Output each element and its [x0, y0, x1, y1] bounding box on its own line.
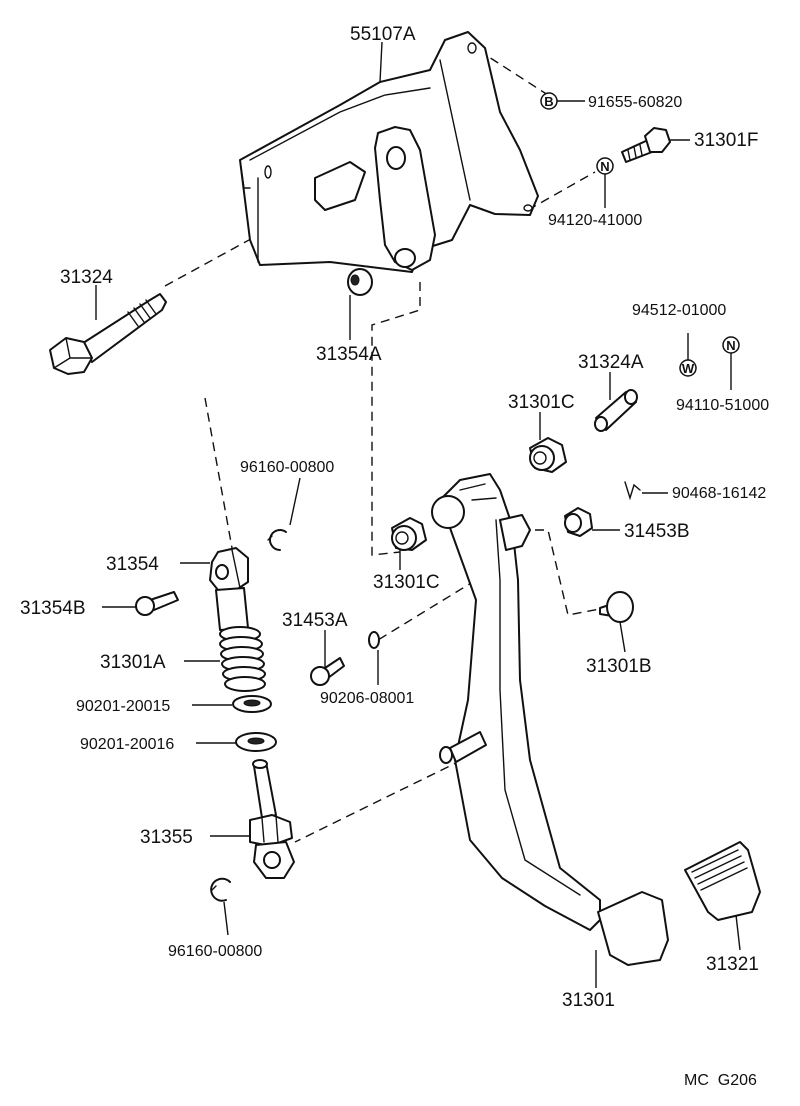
label-91655-60820: 91655-60820: [588, 94, 682, 111]
label-31301C-mid: 31301C: [373, 572, 440, 593]
washer-90201-20015: [232, 695, 272, 713]
label-96160-00800-bottom: 96160-00800: [168, 943, 262, 960]
badge-N-top: N: [596, 157, 614, 175]
pin-31324A: [594, 389, 638, 432]
svg-text:N: N: [726, 338, 735, 353]
label-55107A: 55107A: [350, 24, 416, 45]
badge-W: W: [679, 359, 697, 377]
pedal-arm-31301: [431, 473, 669, 966]
push-rod-31355: [249, 759, 295, 879]
label-31301B: 31301B: [586, 656, 652, 677]
pedal-pad-31321: [684, 841, 761, 921]
svg-text:B: B: [544, 94, 553, 109]
e-clip-96160-top: [267, 529, 287, 551]
diagram-code: MC G206: [684, 1072, 757, 1089]
clip-90206: [368, 631, 380, 649]
label-31301C-top: 31301C: [508, 392, 575, 413]
label-31354: 31354: [106, 554, 159, 575]
svg-text:W: W: [682, 361, 695, 376]
bracket-55107A: [239, 31, 539, 273]
label-31321: 31321: [706, 954, 759, 975]
label-31324: 31324: [60, 267, 113, 288]
leader-lines: [95, 41, 741, 988]
label-31301A: 31301A: [100, 652, 166, 673]
label-90468-16142: 90468-16142: [672, 485, 766, 502]
label-94512-01000: 94512-01000: [632, 302, 726, 319]
bushing-31354A: [347, 268, 373, 296]
label-31324A: 31324A: [578, 352, 644, 373]
label-31453A: 31453A: [282, 610, 348, 631]
bushing-31301C-mid: [391, 517, 427, 551]
e-clip-96160-bottom: [210, 877, 231, 902]
label-31355: 31355: [140, 827, 193, 848]
bolt-31324: [49, 293, 167, 375]
label-94120-41000: 94120-41000: [548, 212, 642, 229]
washer-90201-20016: [235, 732, 277, 752]
label-31301: 31301: [562, 990, 615, 1011]
bolt-31301F: [621, 127, 671, 163]
pin-31354B: [135, 591, 179, 616]
bushing-31301C-top: [529, 437, 567, 473]
spring-31301A: [219, 626, 266, 692]
label-96160-00800-top: 96160-00800: [240, 459, 334, 476]
label-94110-51000: 94110-51000: [676, 397, 769, 414]
clip-90468: [624, 481, 641, 501]
label-31453B: 31453B: [624, 521, 690, 542]
badge-N-right: N: [722, 336, 740, 354]
pin-31453A: [310, 657, 345, 686]
bushing-31453B: [564, 507, 593, 537]
label-90201-20015: 90201-20015: [76, 698, 170, 715]
label-31301F: 31301F: [694, 130, 758, 151]
label-90201-20016: 90201-20016: [80, 736, 174, 753]
label-90206-08001: 90206-08001: [320, 690, 414, 707]
label-31354B: 31354B: [20, 598, 86, 619]
svg-text:N: N: [600, 159, 609, 174]
stopper-31301B: [599, 591, 634, 623]
clevis-31354: [209, 547, 249, 631]
label-31354A: 31354A: [316, 344, 382, 365]
badge-B: B: [540, 92, 558, 110]
